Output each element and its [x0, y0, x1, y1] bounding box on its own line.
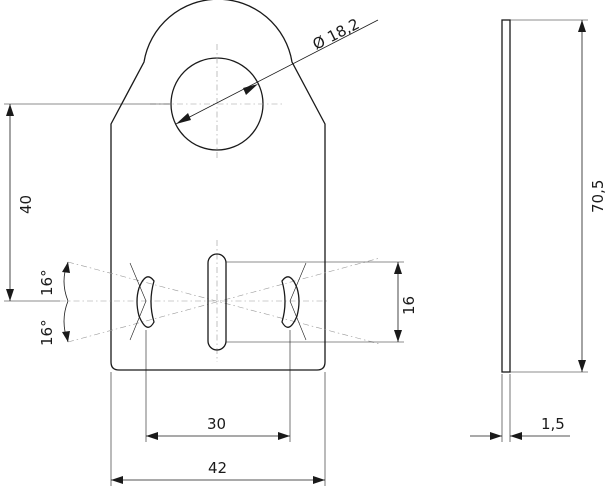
angle-line-lower — [67, 257, 381, 343]
slot-ray-left-upper — [129, 262, 147, 302]
slot-angle-dimension: 16° 16° — [38, 261, 70, 346]
slot-angle-upper-label: 16° — [38, 269, 56, 296]
slot-ray-right-upper — [289, 262, 307, 302]
slot-ray-left-lower — [129, 300, 147, 341]
angle-line-upper — [67, 261, 381, 345]
hole-height-label: 40 — [17, 195, 35, 214]
right-curved-slot — [281, 276, 300, 328]
hole-height-dimension: 40 — [4, 103, 170, 302]
left-curved-slot — [136, 276, 155, 328]
slot-spacing-label: 30 — [207, 415, 226, 433]
slot-spacing-dimension: 30 — [145, 330, 291, 442]
side-view: 70,5 1,5 — [470, 19, 607, 442]
center-slot — [207, 253, 227, 351]
front-view: Ø 18,2 40 16° 16° 16 — [4, 0, 418, 486]
side-profile — [501, 19, 511, 373]
overall-height-dimension: 70,5 — [510, 19, 607, 373]
slot-length-dimension: 16 — [226, 261, 418, 343]
slot-angle-lower-label: 16° — [38, 319, 56, 346]
thickness-label: 1,5 — [541, 415, 565, 433]
hole-diameter-dimension: Ø 18,2 — [175, 15, 379, 125]
overall-width-label: 42 — [208, 459, 227, 477]
slot-length-label: 16 — [400, 296, 418, 315]
bracket-outline — [110, 0, 326, 371]
overall-width-dimension: 42 — [110, 372, 326, 486]
slot-ray-right-lower — [289, 300, 307, 341]
overall-height-label: 70,5 — [589, 180, 607, 213]
hole-diameter-label: Ø 18,2 — [310, 15, 363, 54]
thickness-dimension: 1,5 — [470, 374, 570, 442]
